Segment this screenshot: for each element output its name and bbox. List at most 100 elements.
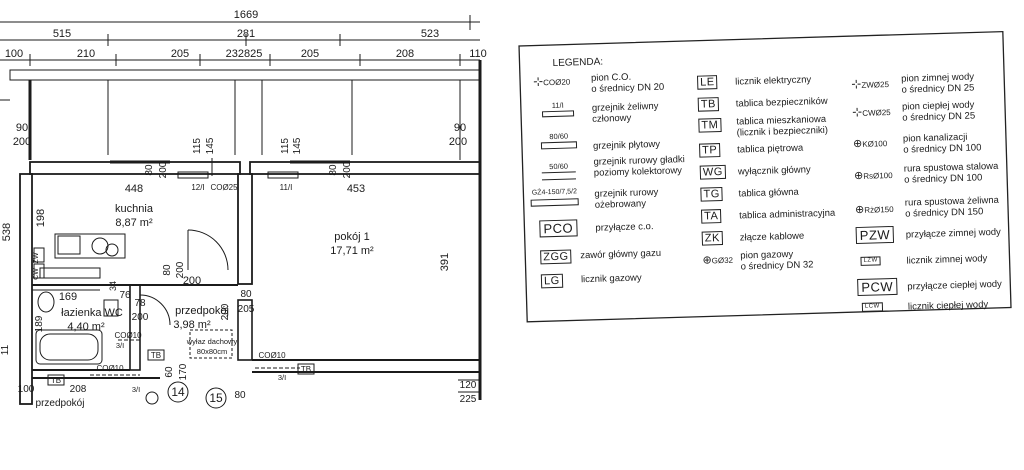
gas-riser-icon: ⊕GØ32 [702, 254, 734, 267]
dim-145a: 145 [205, 137, 216, 154]
dim-100: 100 [5, 48, 23, 60]
dim-200-r: 200 [342, 161, 353, 178]
co10-label-b: COØ10 [258, 351, 286, 360]
legend-tm: tablica mieszkaniowa(licznik i bezpieczn… [736, 113, 829, 139]
tg-symbol: TG [700, 186, 723, 202]
dim-281: 281 [237, 28, 255, 40]
dim-208: 208 [396, 48, 414, 60]
zw-label: ZW [33, 252, 40, 263]
legend-panel-radiator: grzejnik płytowy [592, 138, 661, 152]
bath-area: 4,40 m² [67, 321, 105, 333]
legend-frame [518, 30, 1012, 323]
dim-80-bottom: 80 [234, 390, 246, 401]
co10-sub-b: 3/I [278, 373, 286, 382]
dim-391: 391 [439, 253, 451, 271]
dim-205b: 205 [301, 48, 319, 60]
zk-symbol: ZK [701, 231, 724, 246]
legend-co-riser: pion C.O.o średnicy DN 20 [590, 71, 665, 95]
co10-label-c: COØ10 [96, 364, 124, 373]
legend-tg: tablica główna [738, 186, 799, 200]
hatch-label: wyłaz dachowy [186, 337, 238, 346]
dim-198: 198 [35, 209, 47, 227]
lzw-symbol: LZW [860, 256, 881, 266]
radiator-11i: 11/I [280, 183, 293, 192]
radiator-12i: 12/I [191, 183, 204, 192]
dim-78: 78 [134, 298, 146, 309]
przedpokoj-bottom: przedpokój [36, 398, 85, 409]
tube-radiator-icon: 50/60 [541, 161, 577, 181]
legend-panel: LEGENDA: ⊹COØ20 pion C.O.o średnicy DN 2… [518, 30, 1012, 323]
dim-total: 1669 [234, 9, 258, 21]
dim-200-right: 200 [449, 136, 467, 148]
co10-sub-a: 3/I [116, 341, 124, 350]
hall-label: przedpokój [175, 305, 229, 317]
dim-200-b: 200 [132, 312, 149, 323]
dim-210: 210 [77, 48, 95, 60]
dim-448: 448 [125, 183, 143, 195]
dim-453: 453 [347, 183, 365, 195]
zgg-symbol: ZGG [540, 249, 572, 265]
dim-200-left: 200 [13, 136, 31, 148]
cold-water-riser-icon: ⊹ZWØ25 [851, 76, 890, 92]
dim-189: 189 [34, 315, 45, 332]
dim-60: 60 [164, 366, 175, 378]
legend-zk: złącze kablowe [739, 230, 805, 244]
ta-symbol: TA [700, 209, 722, 224]
dim-208-b: 208 [70, 384, 87, 395]
dim-225: 225 [460, 394, 477, 405]
sewer-riser-icon: ⊕KØ100 [852, 137, 888, 151]
legend-lcw: licznik ciepłej wody [907, 299, 989, 313]
dim-205-h: 205 [238, 304, 255, 315]
room-label: pokój 1 [334, 231, 369, 243]
legend-pco: przyłącze c.o. [595, 221, 654, 234]
dim-115a: 115 [192, 138, 203, 154]
tb-symbol: TB [697, 97, 720, 112]
dim-200-hh: 200 [175, 261, 186, 278]
pzw-symbol: PZW [855, 225, 895, 245]
finned-radiator-icon: GŻ4-150/7,5/2 [530, 187, 579, 207]
co10-sub-c: 3/I [132, 385, 140, 394]
dim-170: 170 [178, 363, 189, 380]
dim-80-k: 80 [144, 164, 155, 176]
dim-11: 11 [0, 344, 11, 355]
pco-symbol: PCO [539, 219, 578, 238]
floor-plan: 1669 515 281 523 100 210 205 232825 205 … [0, 9, 487, 409]
dim-110: 110 [469, 48, 487, 60]
tb-box-2: TB [301, 365, 311, 374]
iron-downpipe-icon: ⊕RżØ150 [854, 203, 894, 217]
kitchen-area: 8,87 m² [115, 217, 153, 229]
num-15: 15 [209, 391, 223, 405]
dim-80-h: 80 [240, 289, 252, 300]
legend-le: licznik elektryczny [735, 74, 812, 88]
co-riser-icon: ⊹COØ20 [532, 74, 571, 89]
tb-box-1: TB [151, 351, 161, 360]
co10-label-a: COØ10 [114, 331, 142, 340]
tb-box-3: TB [51, 376, 61, 385]
kitchen-label: kuchnia [115, 203, 154, 215]
dim-205a: 205 [171, 48, 189, 60]
legend-tp: tablica piętrowa [737, 142, 804, 156]
dim-232825: 232825 [226, 48, 263, 60]
lcw-symbol: LCW [861, 302, 883, 312]
wg-symbol: WG [699, 164, 727, 180]
cast-radiator-icon: 11/I [541, 100, 575, 118]
dim-76: 76 [119, 290, 131, 301]
dim-120: 120 [460, 380, 477, 391]
dim-90-right: 90 [454, 122, 466, 134]
legend-title: LEGENDA: [552, 56, 604, 69]
lg-symbol: LG [540, 273, 563, 289]
dim-90-left: 90 [16, 122, 28, 134]
bath-label: łazienka WC [61, 307, 123, 319]
dim-200-c: 200 [220, 303, 231, 320]
hall-area: 3,98 m² [173, 319, 211, 331]
dim-523: 523 [421, 28, 439, 40]
hatch-size: 80x80cm [197, 347, 227, 356]
